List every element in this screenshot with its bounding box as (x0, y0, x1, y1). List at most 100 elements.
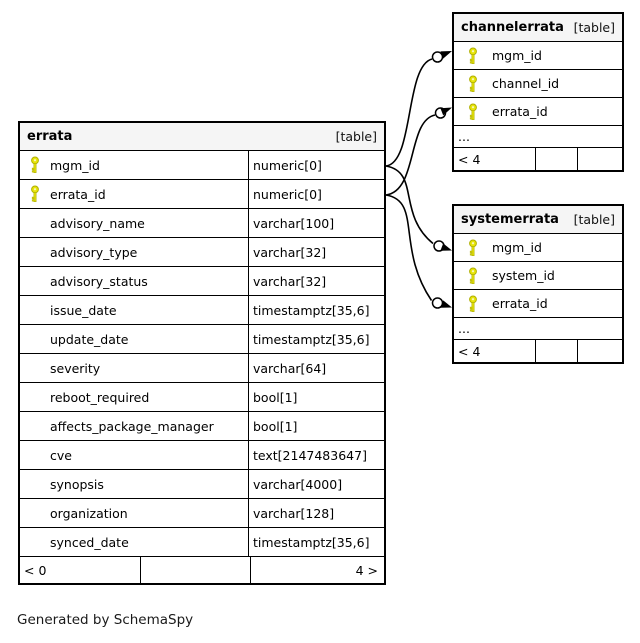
column-name-cell: affects_package_manager (20, 412, 248, 440)
column-name-cell: errata_id (454, 290, 622, 317)
table-row: synced_date timestamptz[35,6] (20, 528, 384, 557)
column-name-cell: reboot_required (20, 383, 248, 411)
column-name: advisory_status (50, 273, 148, 289)
column-name: advisory_name (50, 215, 145, 231)
table-header[interactable]: channelerrata [table] (454, 14, 622, 42)
column-name: reboot_required (50, 389, 150, 405)
column-name: cve (50, 447, 72, 463)
generator-credit: Generated by SchemaSpy (17, 612, 194, 628)
footer-parents-count: < 4 (458, 343, 481, 359)
table-rows: mgm_id numeric[0] errata_id numeric[0] (20, 151, 384, 557)
relationship-line-errata-mgm_id-to-channelerrata-mgm_id (385, 51, 452, 167)
column-name-cell: mgm_id (454, 234, 622, 261)
column-type-cell: varchar[4000] (248, 470, 384, 498)
table-row: cve text[2147483647] (20, 441, 384, 470)
table-row: severity varchar[64] (20, 354, 384, 383)
relationship-line-errata-mgm_id-to-systemerrata-mgm_id (385, 165, 452, 252)
column-name-cell: mgm_id (454, 42, 622, 69)
footer-middle-cell (535, 340, 577, 362)
column-type-cell: numeric[0] (248, 180, 384, 208)
column-name: update_date (50, 331, 129, 347)
column-name-cell: cve (20, 441, 248, 469)
arrowhead-icon (440, 300, 452, 308)
footer-children-count: 4 > (250, 557, 384, 583)
column-name: errata_id (50, 186, 106, 202)
column-name-cell: channel_id (454, 70, 622, 97)
column-type-cell: timestamptz[35,6] (248, 296, 384, 324)
table-title[interactable]: errata (27, 129, 73, 144)
hidden-columns-ellipsis: ... (454, 126, 622, 148)
arrowhead-icon (440, 107, 452, 116)
table-title[interactable]: channelerrata (461, 20, 564, 35)
table-row: update_date timestamptz[35,6] (20, 325, 384, 354)
column-name: affects_package_manager (50, 418, 214, 434)
column-type-cell: varchar[128] (248, 499, 384, 527)
table-footer: < 0 4 > (20, 557, 384, 583)
column-type-cell: numeric[0] (248, 151, 384, 179)
hidden-columns-ellipsis: ... (454, 318, 622, 340)
footer-middle-cell (535, 148, 577, 170)
footer-parents-count: < 0 (24, 562, 47, 578)
column-name: mgm_id (492, 240, 542, 255)
table-row: mgm_id (454, 234, 622, 262)
table-row: errata_id numeric[0] (20, 180, 384, 209)
column-name: channel_id (492, 76, 560, 91)
table-header[interactable]: systemerrata [table] (454, 206, 622, 234)
column-type-cell: varchar[32] (248, 238, 384, 266)
table-header[interactable]: errata [table] (20, 123, 384, 151)
column-type-cell: varchar[64] (248, 354, 384, 382)
relationship-line-errata-errata_id-to-channelerrata-errata_id (385, 107, 452, 196)
column-name-cell: synced_date (20, 528, 248, 556)
footer-children-count (577, 148, 622, 170)
column-name-cell: system_id (454, 262, 622, 289)
column-type-cell: text[2147483647] (248, 441, 384, 469)
table-tag: [table] (573, 20, 615, 35)
column-name-cell: errata_id (20, 180, 248, 208)
arrowhead-icon (440, 243, 452, 251)
column-name: synced_date (50, 534, 129, 550)
table-row: errata_id (454, 98, 622, 126)
column-name-cell: mgm_id (20, 151, 248, 179)
column-name-cell: advisory_status (20, 267, 248, 295)
table-systemerrata: systemerrata [table] mgm_id (452, 204, 624, 364)
column-name: mgm_id (50, 157, 100, 173)
table-row: system_id (454, 262, 622, 290)
footer-children-count (577, 340, 622, 362)
primary-key-icon (454, 103, 492, 121)
column-name-cell: advisory_type (20, 238, 248, 266)
relationship-line-errata-errata_id-to-systemerrata-errata_id (385, 194, 452, 309)
column-type-cell: bool[1] (248, 383, 384, 411)
table-row: organization varchar[128] (20, 499, 384, 528)
column-name: system_id (492, 268, 555, 283)
table-rows: mgm_id system_id (454, 234, 622, 318)
table-channelerrata: channelerrata [table] mgm_id (452, 12, 624, 172)
column-type-cell: bool[1] (248, 412, 384, 440)
table-footer: < 4 (454, 148, 622, 170)
arrowhead-icon (440, 51, 452, 59)
column-name-cell: advisory_name (20, 209, 248, 237)
column-name: errata_id (492, 104, 548, 119)
footer-parents-count: < 4 (458, 151, 481, 167)
column-type-cell: varchar[32] (248, 267, 384, 295)
column-name: severity (50, 360, 101, 376)
column-type-cell: timestamptz[35,6] (248, 325, 384, 353)
column-name: issue_date (50, 302, 117, 318)
table-rows: mgm_id channel_id (454, 42, 622, 126)
column-name-cell: severity (20, 354, 248, 382)
cardinality-circle-icon (431, 51, 444, 63)
table-row: affects_package_manager bool[1] (20, 412, 384, 441)
column-name: mgm_id (492, 48, 542, 63)
primary-key-icon (454, 75, 492, 93)
footer-middle-cell (140, 557, 250, 583)
table-row: synopsis varchar[4000] (20, 470, 384, 499)
table-row: mgm_id (454, 42, 622, 70)
primary-key-icon (454, 47, 492, 65)
table-row: advisory_name varchar[100] (20, 209, 384, 238)
table-row: channel_id (454, 70, 622, 98)
column-name: organization (50, 505, 128, 521)
table-footer: < 4 (454, 340, 622, 362)
table-title[interactable]: systemerrata (461, 212, 559, 227)
table-row: reboot_required bool[1] (20, 383, 384, 412)
